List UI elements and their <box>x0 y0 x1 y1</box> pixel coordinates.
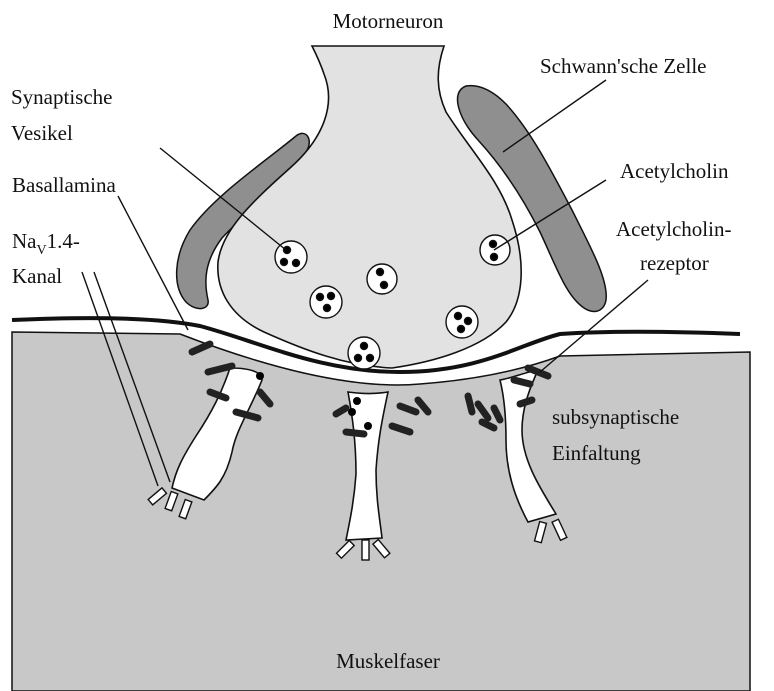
label-acetylcholine: Acetylcholin <box>620 159 729 183</box>
label-synaptic-vesicle-1: Synaptische <box>11 85 112 109</box>
label-synaptic-vesicle-2: Vesikel <box>11 121 73 145</box>
label-receptor-2: rezeptor <box>640 251 709 275</box>
leader-schwann-cell <box>503 80 606 152</box>
label-motorneuron: Motorneuron <box>333 9 444 33</box>
label-nav-channel-2: Kanal <box>12 264 62 288</box>
label-nav-channel-1: NaV1.4- <box>12 229 80 258</box>
label-receptor-1: Acetylcholin- <box>616 217 731 241</box>
label-muscle-fiber: Muskelfaser <box>336 649 440 673</box>
synaptic-vesicle-2 <box>367 264 397 294</box>
label-basal-lamina: Basallamina <box>12 173 116 197</box>
synaptic-vesicle-6 <box>348 337 380 369</box>
synaptic-vesicle-4 <box>310 286 342 318</box>
synaptic-vesicle-5 <box>446 306 478 338</box>
label-subsynaptic-fold-1: subsynaptische <box>552 405 679 429</box>
label-schwann-cell: Schwann'sche Zelle <box>540 54 706 78</box>
label-subsynaptic-fold-2: Einfaltung <box>552 441 641 465</box>
